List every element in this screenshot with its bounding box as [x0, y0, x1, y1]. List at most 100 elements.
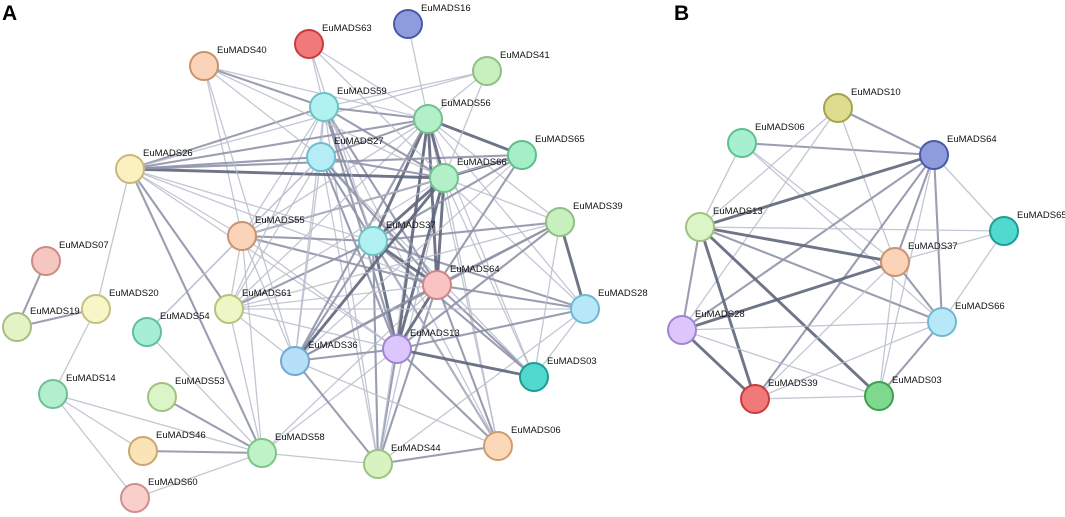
node-circle[interactable] [927, 307, 957, 337]
node-b-eumads06[interactable]: EuMADS06 [727, 122, 805, 158]
node-circle[interactable] [667, 315, 697, 345]
node-circle[interactable] [81, 294, 111, 324]
node-a-eumads14[interactable]: EuMADS14 [38, 373, 116, 409]
node-a-eumads26[interactable]: EuMADS26 [115, 148, 193, 184]
node-a-eumads36[interactable]: EuMADS36 [280, 340, 358, 376]
node-a-eumads03[interactable]: EuMADS03 [519, 356, 597, 392]
node-circle[interactable] [147, 382, 177, 412]
node-b-eumads13[interactable]: EuMADS13 [685, 206, 763, 242]
node-circle[interactable] [214, 294, 244, 324]
node-circle[interactable] [120, 483, 150, 513]
node-a-eumads59[interactable]: EuMADS59 [309, 86, 387, 122]
node-b-eumads39[interactable]: EuMADS39 [740, 378, 818, 414]
node-circle[interactable] [864, 381, 894, 411]
node-b-eumads65[interactable]: EuMADS65 [989, 210, 1065, 246]
node-circle[interactable] [306, 142, 336, 172]
node-circle[interactable] [358, 226, 388, 256]
node-a-eumads60[interactable]: EuMADS60 [120, 477, 198, 513]
node-circle[interactable] [227, 221, 257, 251]
node-a-eumads64[interactable]: EuMADS64 [422, 264, 500, 300]
node-circle[interactable] [483, 431, 513, 461]
node-circle[interactable] [422, 270, 452, 300]
node-a-eumads28[interactable]: EuMADS28 [570, 288, 648, 324]
node-b-eumads03[interactable]: EuMADS03 [864, 375, 942, 411]
node-circle[interactable] [545, 207, 575, 237]
node-a-eumads27[interactable]: EuMADS27 [306, 136, 384, 172]
node-circle[interactable] [393, 9, 423, 39]
edge-a-eumads60-eumads58 [134, 452, 263, 499]
node-a-eumads20[interactable]: EuMADS20 [81, 288, 159, 324]
node-a-eumads65[interactable]: EuMADS65 [507, 134, 585, 170]
node-circle[interactable] [507, 140, 537, 170]
node-a-eumads06[interactable]: EuMADS06 [483, 425, 561, 461]
node-label: EuMADS26 [143, 148, 193, 159]
node-circle[interactable] [472, 56, 502, 86]
node-label: EuMADS53 [175, 376, 225, 387]
node-a-eumads19[interactable]: EuMADS19 [2, 306, 80, 342]
node-a-eumads44[interactable]: EuMADS44 [363, 443, 441, 479]
node-b-eumads28[interactable]: EuMADS28 [667, 309, 745, 345]
node-a-eumads07[interactable]: EuMADS07 [31, 240, 109, 276]
node-label: EuMADS27 [334, 136, 384, 147]
node-circle[interactable] [382, 334, 412, 364]
node-circle[interactable] [989, 216, 1019, 246]
node-a-eumads55[interactable]: EuMADS55 [227, 215, 305, 251]
node-b-eumads10[interactable]: EuMADS10 [823, 87, 901, 123]
node-a-eumads58[interactable]: EuMADS58 [247, 432, 325, 468]
node-label: EuMADS39 [573, 201, 623, 212]
edge-b-eumads06-eumads64 [741, 141, 935, 157]
edge-a-eumads03-eumads13 [396, 347, 535, 379]
node-circle[interactable] [429, 163, 459, 193]
node-circle[interactable] [294, 29, 324, 59]
node-a-eumads54[interactable]: EuMADS54 [132, 311, 210, 347]
node-circle[interactable] [413, 104, 443, 134]
node-label: EuMADS41 [500, 50, 550, 61]
edge-a-eumads28-eumads66 [443, 177, 586, 310]
node-circle[interactable] [2, 312, 32, 342]
edge-a-eumads06-eumads64 [436, 284, 499, 447]
node-a-eumads63[interactable]: EuMADS63 [294, 23, 372, 59]
node-circle[interactable] [919, 140, 949, 170]
node-a-eumads13[interactable]: EuMADS13 [382, 328, 460, 364]
node-circle[interactable] [38, 379, 68, 409]
node-circle[interactable] [727, 128, 757, 158]
node-circle[interactable] [247, 438, 277, 468]
panel-b-letter: B [674, 2, 689, 25]
node-circle[interactable] [31, 246, 61, 276]
node-a-eumads56[interactable]: EuMADS56 [413, 98, 491, 134]
node-a-eumads46[interactable]: EuMADS46 [128, 430, 206, 466]
edge-a-eumads39-eumads03 [533, 221, 561, 378]
node-b-eumads64[interactable]: EuMADS64 [919, 134, 997, 170]
node-circle[interactable] [309, 92, 339, 122]
node-circle[interactable] [132, 317, 162, 347]
node-a-eumads37[interactable]: EuMADS37 [358, 220, 436, 256]
edge-a-eumads61-eumads56 [228, 118, 429, 310]
node-a-eumads39[interactable]: EuMADS39 [545, 201, 623, 237]
edge-a-eumads56-eumads40 [203, 65, 429, 120]
node-circle[interactable] [823, 93, 853, 123]
node-circle[interactable] [519, 362, 549, 392]
node-circle[interactable] [880, 247, 910, 277]
node-a-eumads53[interactable]: EuMADS53 [147, 376, 225, 412]
node-circle[interactable] [128, 436, 158, 466]
node-circle[interactable] [189, 51, 219, 81]
node-a-eumads66[interactable]: EuMADS66 [429, 157, 507, 193]
edge-b-eumads66-eumads03 [878, 321, 943, 397]
node-label: EuMADS46 [156, 430, 206, 441]
node-a-eumads41[interactable]: EuMADS41 [472, 50, 550, 86]
node-circle[interactable] [280, 346, 310, 376]
node-a-eumads61[interactable]: EuMADS61 [214, 288, 292, 324]
node-circle[interactable] [115, 154, 145, 184]
node-circle[interactable] [570, 294, 600, 324]
node-b-eumads37[interactable]: EuMADS37 [880, 241, 958, 277]
node-circle[interactable] [740, 384, 770, 414]
edge-b-eumads13-eumads03 [699, 225, 880, 398]
node-a-eumads40[interactable]: EuMADS40 [189, 45, 267, 81]
node-a-eumads16[interactable]: EuMADS16 [393, 3, 471, 39]
node-circle[interactable] [363, 449, 393, 479]
node-circle[interactable] [685, 212, 715, 242]
node-label: EuMADS65 [1017, 210, 1065, 221]
edge-a-eumads63-eumads56 [308, 43, 429, 120]
node-b-eumads66[interactable]: EuMADS66 [927, 301, 1005, 337]
